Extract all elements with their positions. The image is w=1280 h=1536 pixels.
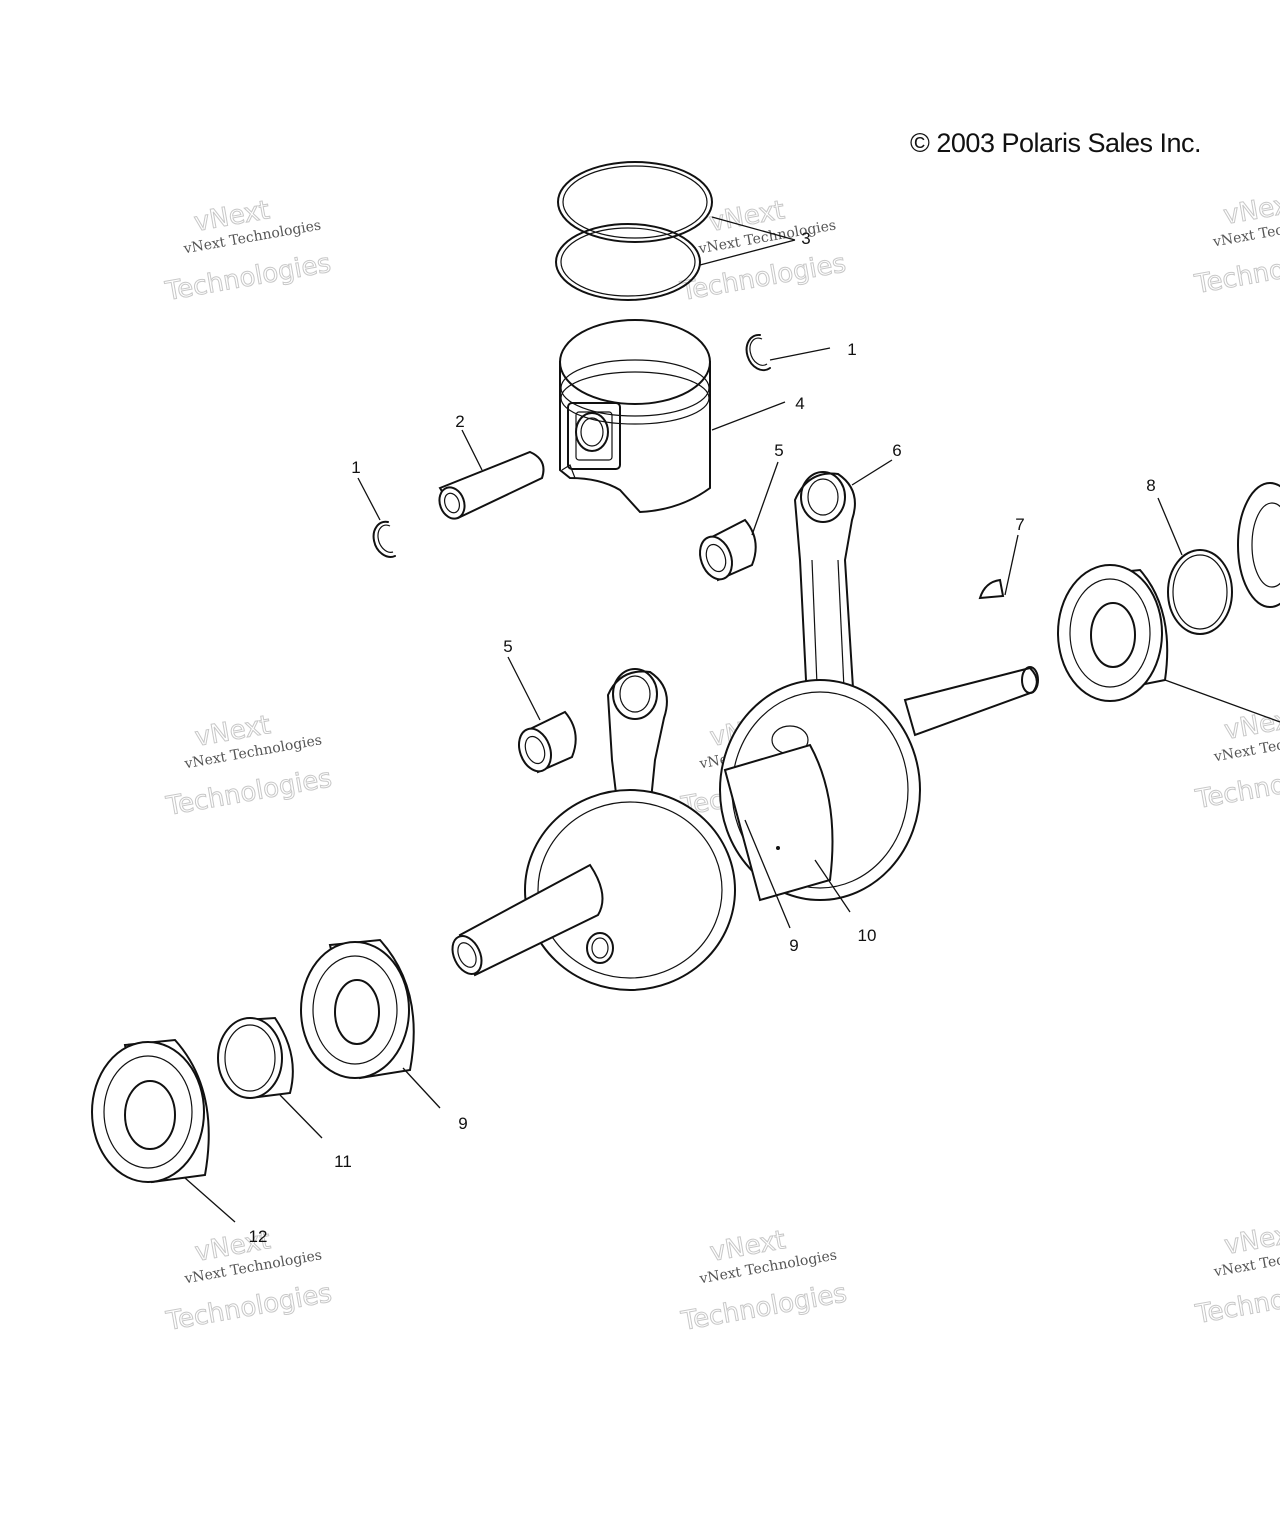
- needle-bearing-lower: [518, 710, 577, 774]
- watermark-bottom-right: vNext vNext Technologies Technologies: [1192, 1218, 1280, 1331]
- callout-1: 1: [351, 458, 360, 477]
- callout-12: 12: [249, 1227, 268, 1246]
- bearing-left: [300, 938, 415, 1080]
- watermark-mid-right: vNext vNext Technologies Technologies: [1192, 703, 1280, 816]
- watermark-bottom-left: vNext vNext Technologies Technologies: [163, 1225, 335, 1338]
- circlip-lower: [372, 520, 396, 558]
- watermark-bottom-center: vNext vNext Technologies Technologies: [678, 1225, 850, 1338]
- callout-5: 5: [503, 637, 512, 656]
- callout-6: 6: [892, 441, 901, 460]
- circlip-upper: [745, 333, 771, 372]
- crankshaft-center: [723, 743, 834, 902]
- watermark-top-right: vNext vNext Technologies Technologies: [1191, 188, 1280, 301]
- callout-10: 10: [858, 926, 877, 945]
- seal-left: [91, 1038, 210, 1184]
- callout-3: 3: [801, 229, 810, 248]
- callout-9: 9: [789, 936, 798, 955]
- copyright-notice: © 2003 Polaris Sales Inc.: [910, 128, 1202, 158]
- watermark-top-left: vNext vNext Technologies Technologies: [162, 195, 334, 308]
- callout-1: 1: [847, 340, 856, 359]
- woodruff-key: [978, 578, 1005, 600]
- bearing-right: [1057, 564, 1169, 702]
- piston: [559, 319, 711, 514]
- crankshaft-taper-right: [903, 666, 1039, 737]
- svg-text:Technologies: Technologies: [163, 763, 334, 822]
- callout-4: 4: [795, 394, 804, 413]
- callout-labels: 1 1 2 3 4 5 5 6 7 8 9 9 10 11 12: [249, 229, 1156, 1246]
- callout-5: 5: [774, 441, 783, 460]
- svg-text:Technologies: Technologies: [1193, 756, 1280, 815]
- callout-9: 9: [458, 1114, 467, 1133]
- piston-rings: [555, 161, 713, 301]
- seal-far-right: [1237, 482, 1280, 608]
- watermark-mid-left: vNext vNext Technologies Technologies: [163, 710, 335, 823]
- svg-text:Technologies: Technologies: [678, 1278, 849, 1337]
- svg-text:Technologies: Technologies: [677, 248, 848, 307]
- svg-text:Technologies: Technologies: [163, 1278, 334, 1337]
- spacer-left: [217, 1016, 294, 1099]
- callout-7: 7: [1015, 515, 1024, 534]
- svg-text:Technologies: Technologies: [1193, 1271, 1280, 1330]
- callout-8: 8: [1146, 476, 1155, 495]
- connecting-rod-left: [606, 668, 668, 811]
- callout-2: 2: [455, 412, 464, 431]
- svg-text:Technologies: Technologies: [1192, 241, 1280, 300]
- callout-11: 11: [334, 1152, 352, 1171]
- svg-text:Technologies: Technologies: [162, 248, 333, 307]
- leader-lines: [184, 216, 1280, 1223]
- spacer-ring-right: [1167, 549, 1233, 635]
- crankshaft-taper-left: [451, 863, 604, 977]
- wrist-pin: [438, 450, 545, 520]
- needle-bearing-upper: [699, 518, 757, 582]
- crank-flywheel-left: [524, 789, 736, 991]
